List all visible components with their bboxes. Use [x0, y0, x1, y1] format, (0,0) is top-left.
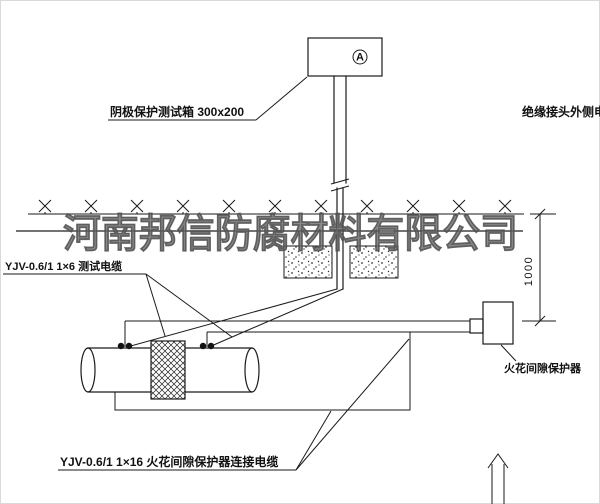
- test-cable-right: [208, 288, 344, 348]
- protector-body: [482, 301, 514, 345]
- weld-connection-left: [117, 342, 125, 350]
- label-spark-gap-protector: 火花间隙保护器: [504, 361, 582, 375]
- ammeter-letter: A: [356, 52, 364, 64]
- pipe-end-right: [244, 347, 260, 393]
- leader-lines: [3, 76, 517, 471]
- watermark: 河南邦信防腐材料有限公司: [16, 211, 523, 256]
- concrete-blocks: [283, 245, 399, 279]
- label-test-cable: YJV-0.6/1 1×6 测试电缆: [5, 259, 122, 273]
- protector-neck: [469, 318, 484, 334]
- cables: [114, 288, 470, 411]
- pipe-break-symbol: [487, 453, 509, 504]
- insulating-joint: [150, 340, 186, 400]
- label-protector-cable: YJV-0.6/1 1×16 火花间隙保护器连接电缆: [60, 454, 278, 469]
- ammeter-symbol: [352, 49, 368, 65]
- weld-connection-right: [199, 342, 207, 350]
- test-cable-left: [126, 288, 338, 348]
- watermark-text: 河南邦信防腐材料有限公司: [63, 211, 518, 256]
- label-test-box: 阴极保护测试箱 300x200: [110, 104, 244, 119]
- protector-cable-return: [114, 332, 411, 411]
- dimension-text: 1000: [523, 256, 535, 286]
- label-insulated-joint-cable: 绝缘接头外侧电缆: [522, 104, 600, 119]
- pipe-end-left: [80, 347, 96, 393]
- conduit-riser: [330, 75, 350, 290]
- test-box: A: [307, 37, 383, 77]
- spark-gap-protector: [469, 301, 514, 345]
- dimension-1000: 1000: [522, 208, 556, 327]
